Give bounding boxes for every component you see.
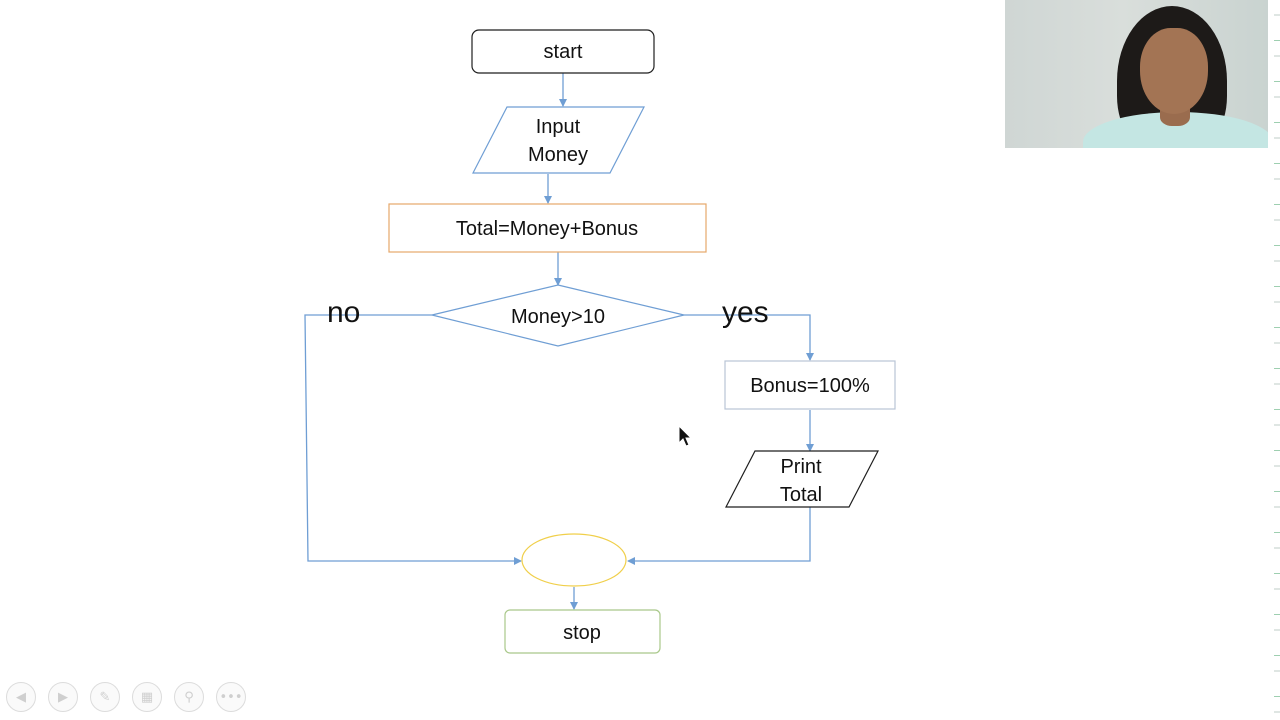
decision-node: Money>10 bbox=[431, 284, 685, 347]
input-shape bbox=[472, 106, 645, 174]
process-label: Total=Money+Bonus bbox=[456, 218, 638, 240]
print-label-line-2: Total bbox=[780, 484, 822, 506]
input-label-line-2: Money bbox=[528, 144, 588, 166]
stop-shape bbox=[504, 609, 661, 654]
bonus-node: Bonus=100% bbox=[724, 360, 896, 410]
process-node: Total=Money+Bonus bbox=[388, 203, 707, 253]
arrow-print-to-connector bbox=[627, 507, 811, 565]
presenter-webcam-video bbox=[1005, 0, 1268, 148]
process-shape bbox=[388, 203, 707, 253]
stop-label: stop bbox=[563, 622, 601, 644]
stop-node: stop bbox=[504, 609, 661, 654]
no-branch-label: no bbox=[327, 296, 360, 329]
arrow-no-to-connector bbox=[304, 314, 522, 565]
arrow-yes-to-bonus bbox=[684, 314, 814, 361]
decision-label: Money>10 bbox=[511, 306, 605, 328]
zoom-icon[interactable]: ⚲ bbox=[174, 682, 204, 712]
pen-icon[interactable]: ✎ bbox=[90, 682, 120, 712]
print-label-line-1: Print bbox=[780, 456, 822, 478]
start-node: start bbox=[471, 29, 655, 74]
merge-connector bbox=[521, 533, 627, 587]
print-shape bbox=[725, 450, 879, 508]
more-options-icon[interactable]: ••• bbox=[216, 682, 246, 712]
presentation-toolbar: ◀ ▶ ✎ ▦ ⚲ ••• bbox=[6, 682, 246, 714]
input-label-line-1: Input bbox=[536, 116, 581, 138]
yes-branch-label: yes bbox=[722, 296, 769, 329]
decision-shape bbox=[431, 284, 685, 347]
input-node: Input Money bbox=[472, 106, 645, 174]
flow-arrows bbox=[304, 73, 814, 610]
previous-slide-icon[interactable]: ◀ bbox=[6, 682, 36, 712]
screen-edge-artifact bbox=[1274, 0, 1280, 720]
presenter-face bbox=[1140, 28, 1208, 114]
print-node: Print Total bbox=[725, 450, 879, 508]
start-label: start bbox=[544, 41, 583, 63]
bonus-shape bbox=[724, 360, 896, 410]
mouse-cursor-icon bbox=[678, 425, 693, 447]
next-slide-icon[interactable]: ▶ bbox=[48, 682, 78, 712]
start-shape bbox=[471, 29, 655, 74]
bonus-label: Bonus=100% bbox=[750, 375, 870, 397]
slide-sorter-icon[interactable]: ▦ bbox=[132, 682, 162, 712]
